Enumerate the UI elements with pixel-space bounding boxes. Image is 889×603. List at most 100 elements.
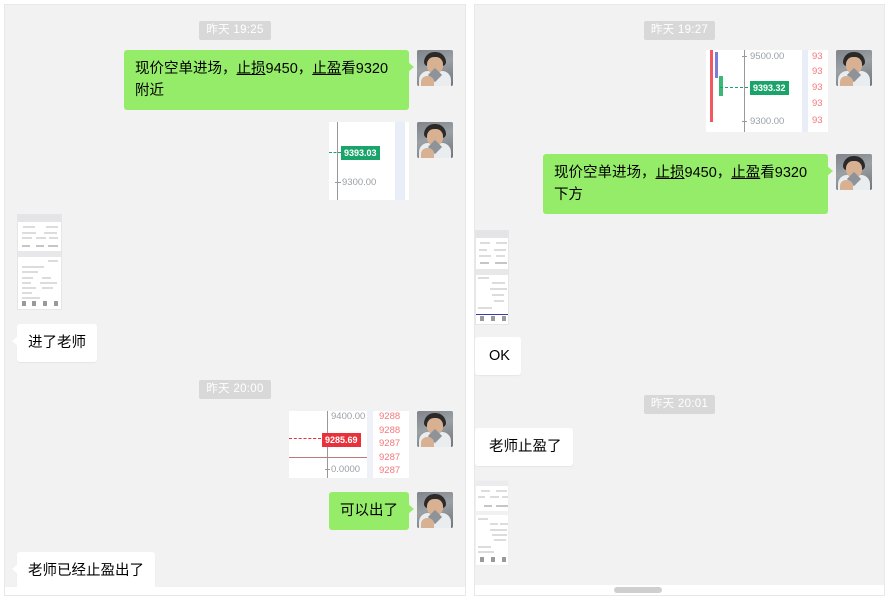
message-bubble[interactable]: 现价空单进场，止损9450，止盈看9320下方 bbox=[543, 154, 833, 214]
screenshot-line bbox=[492, 294, 504, 296]
message-bubble[interactable]: 老师止盈了 bbox=[475, 428, 573, 466]
avatar-arm bbox=[421, 437, 434, 447]
screenshot-header-bar bbox=[476, 231, 508, 238]
avatar-face bbox=[427, 57, 443, 74]
chart-band bbox=[395, 122, 405, 200]
chart-band bbox=[367, 411, 373, 478]
avatar-arm bbox=[421, 76, 434, 86]
message-text-part-underlined: 止盈 bbox=[731, 165, 761, 181]
chart-axis-tick-mark bbox=[335, 182, 341, 183]
message-row-incoming: OK bbox=[475, 337, 872, 375]
avatar[interactable] bbox=[417, 122, 453, 158]
screenshot-line bbox=[36, 237, 46, 239]
avatar-face bbox=[846, 161, 862, 178]
scrollbar-thumb[interactable] bbox=[614, 587, 663, 593]
screenshot-line bbox=[478, 551, 494, 553]
avatar[interactable] bbox=[836, 50, 872, 86]
avatar[interactable] bbox=[417, 411, 453, 447]
message-row-incoming: 老师止盈了 bbox=[475, 428, 872, 466]
screenshot-tab-icon bbox=[54, 301, 58, 306]
timestamp-row: 昨天 19:25 bbox=[17, 21, 453, 40]
screenshot-tab-icon bbox=[480, 557, 484, 562]
chart-candle-green bbox=[719, 76, 723, 96]
screenshot-line bbox=[478, 518, 488, 520]
chart-image-bubble[interactable]: 9500.00 9393.32 9300.00 93 93 93 93 93 bbox=[706, 50, 828, 132]
screenshot-line bbox=[46, 226, 58, 228]
avatar[interactable] bbox=[417, 50, 453, 86]
message-bubble[interactable]: 现价空单进场，止损9450，止盈看9320附近 bbox=[124, 50, 414, 110]
chart-axis-tick-label: 9400.00 bbox=[331, 411, 366, 422]
chart-dashed-price-line bbox=[720, 87, 748, 89]
screenshot-line bbox=[478, 277, 489, 279]
screenshot-tab-icon bbox=[491, 557, 495, 562]
screenshot-line bbox=[481, 490, 490, 492]
message-bubble[interactable]: 可以出了 bbox=[329, 492, 414, 530]
screenshot-tab-icon bbox=[43, 301, 47, 306]
message-bubble[interactable]: OK bbox=[475, 337, 521, 375]
chart-axis-tick-mark bbox=[742, 56, 747, 57]
screenshot-line bbox=[492, 534, 507, 536]
screenshot-line bbox=[479, 249, 487, 251]
screenshot-line bbox=[490, 529, 507, 531]
screenshot-line bbox=[22, 271, 38, 273]
chart-image-bubble[interactable]: 9400.00 9285.69 0.0000 9288 9288 9287 92… bbox=[289, 411, 409, 478]
chart-axis-line bbox=[337, 122, 338, 200]
left-chat-scroll[interactable]: 昨天 19:25 现价空单进场，止损9450，止盈看9320附近 bbox=[5, 5, 465, 595]
chart-canvas: 9400.00 9285.69 0.0000 9288 9288 9287 92… bbox=[289, 411, 409, 478]
chart-canvas: 9500.00 9393.32 9300.00 93 93 93 93 93 bbox=[706, 50, 828, 132]
chart-price-label: 9393.03 bbox=[341, 146, 380, 160]
chart-quote-value: 93 bbox=[812, 98, 823, 109]
screenshot-line bbox=[496, 490, 507, 492]
screenshot-line bbox=[36, 245, 44, 247]
screenshot-separator bbox=[476, 269, 508, 275]
chart-candle-red bbox=[710, 50, 713, 122]
avatar-face bbox=[427, 129, 443, 146]
avatar[interactable] bbox=[417, 492, 453, 528]
screenshot-line bbox=[484, 505, 492, 507]
screenshot-line bbox=[42, 287, 53, 289]
message-bubble[interactable]: 老师已经止盈出了 bbox=[12, 552, 155, 590]
screenshot-tab-icon bbox=[502, 557, 506, 562]
message-text-part-underlined: 止损 bbox=[655, 165, 685, 181]
timestamp-row: 昨天 19:27 bbox=[487, 21, 872, 40]
screenshot-line bbox=[490, 496, 499, 498]
phone-screenshot-thumbnail[interactable] bbox=[475, 480, 509, 566]
screenshot-line bbox=[42, 277, 51, 279]
chart-quote-value: 9288 bbox=[379, 425, 401, 436]
screenshot-header-bar bbox=[18, 215, 61, 222]
screenshot-line bbox=[480, 262, 489, 264]
avatar-arm bbox=[421, 148, 434, 158]
chart-axis-tick-mark bbox=[325, 469, 330, 470]
screenshot-line bbox=[494, 300, 504, 302]
chart-axis-tick-label: 9300.00 bbox=[342, 177, 377, 188]
phone-screenshot-thumbnail[interactable] bbox=[17, 214, 62, 310]
chart-quote-value: 93 bbox=[812, 66, 823, 77]
chart-axis-tick-label: 9300.00 bbox=[750, 116, 785, 127]
screenshot-line bbox=[492, 282, 505, 284]
screenshot-tab-icon bbox=[22, 301, 26, 306]
chart-quote-value: 9287 bbox=[379, 452, 401, 463]
screenshot-tab-icon bbox=[480, 316, 484, 321]
screenshot-line bbox=[480, 242, 490, 244]
screenshot-line bbox=[22, 297, 40, 299]
message-row-outgoing-image: 9393.03 9300.00 bbox=[17, 122, 453, 200]
chart-price-label: 9393.32 bbox=[750, 81, 789, 95]
screenshot-line bbox=[22, 277, 33, 279]
avatar[interactable] bbox=[836, 154, 872, 190]
screenshot-line bbox=[23, 226, 35, 228]
screenshot-tab-icon bbox=[32, 301, 36, 306]
screenshot-line bbox=[22, 266, 44, 268]
right-chat-scroll[interactable]: 昨天 19:27 9500.00 bbox=[475, 5, 884, 595]
message-row-outgoing: 现价空单进场，止损9450，止盈看9320附近 bbox=[17, 50, 453, 110]
chart-band bbox=[802, 50, 808, 132]
phone-screenshot-thumbnail[interactable] bbox=[475, 230, 509, 325]
horizontal-scrollbar[interactable] bbox=[475, 585, 884, 595]
message-bubble[interactable]: 进了老师 bbox=[12, 324, 97, 362]
message-text-part: 现价空单进场， bbox=[135, 61, 237, 77]
chart-image-bubble[interactable]: 9393.03 9300.00 bbox=[329, 122, 409, 200]
chart-axis-tick-label: 9500.00 bbox=[750, 51, 785, 62]
message-row-incoming-image bbox=[17, 214, 453, 310]
screenshot-line bbox=[478, 496, 485, 498]
